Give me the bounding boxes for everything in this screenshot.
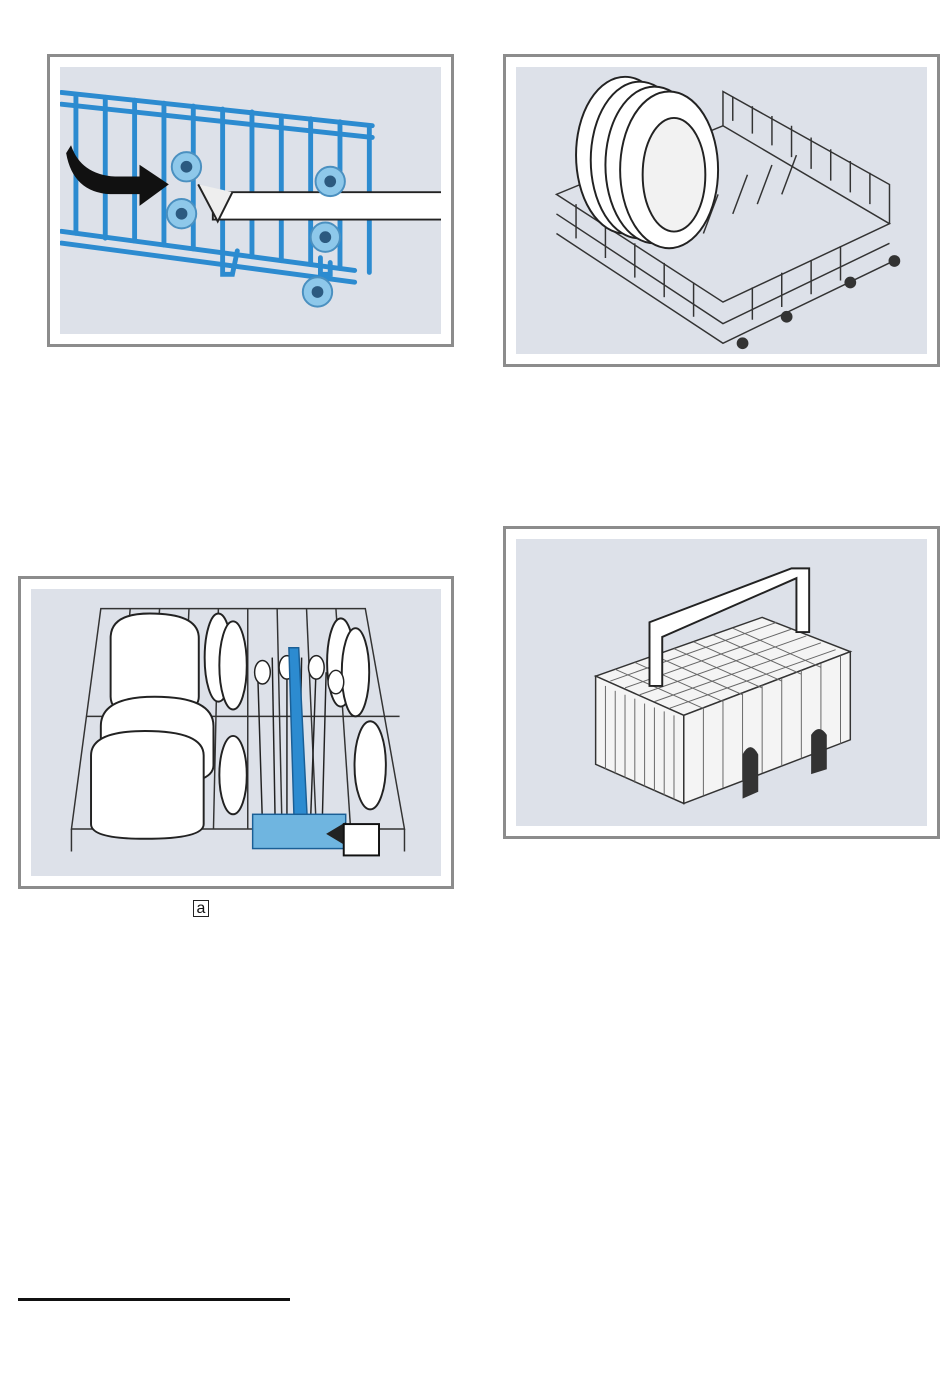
figure-cutlery-basket	[503, 526, 940, 839]
upper-rack-illustration	[516, 67, 927, 354]
callout-label-a: a	[193, 900, 209, 917]
figure-upper-rack	[503, 54, 940, 367]
rack-rollers-illustration	[60, 67, 441, 334]
cutlery-basket-illustration	[516, 539, 927, 826]
lower-rack-illustration	[31, 589, 441, 876]
figure-lower-rack	[18, 576, 454, 889]
plates	[576, 77, 718, 248]
figure-rack-rollers	[47, 54, 454, 347]
callout-box	[344, 824, 379, 855]
footnote-divider	[18, 1298, 290, 1301]
direction-arrow-icon	[66, 145, 169, 206]
bowls	[91, 613, 213, 838]
